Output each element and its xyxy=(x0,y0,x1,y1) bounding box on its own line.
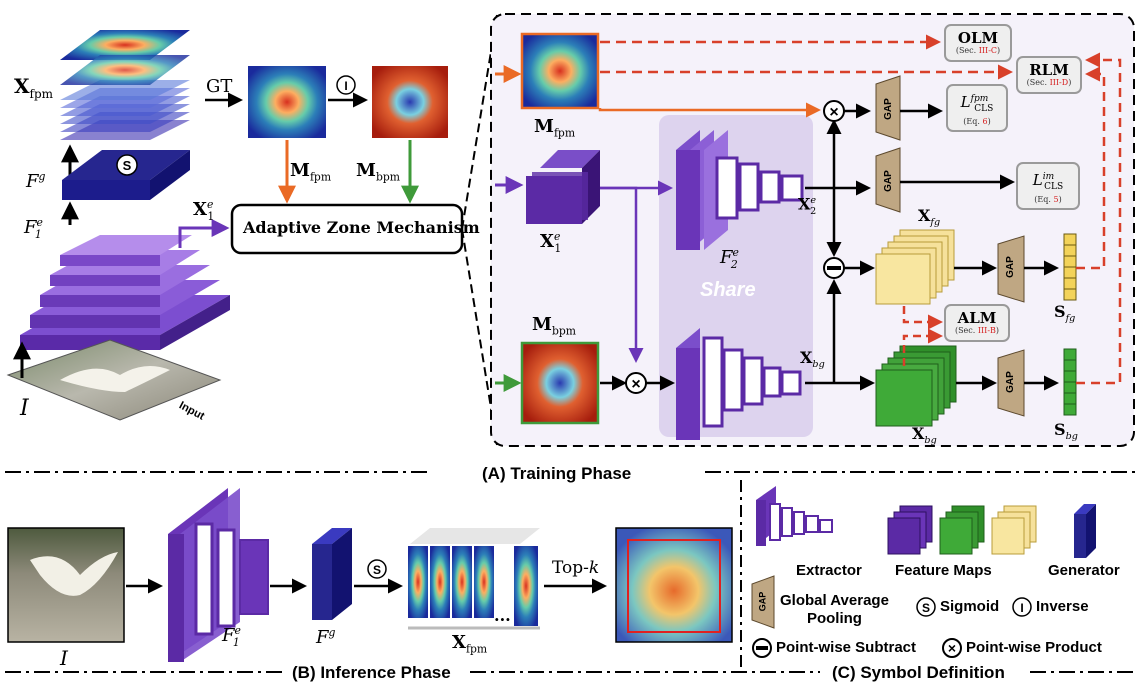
m-bpm-right-label: Mbpm xyxy=(532,314,576,338)
rlm-box: RLM (Sec. III-D) xyxy=(1016,56,1082,94)
svg-text:×: × xyxy=(829,104,838,121)
x-fpm-stack xyxy=(60,30,190,140)
inference-extractor-f1e xyxy=(168,488,269,662)
gap-block-mid xyxy=(875,147,901,213)
x-fg-feature-stack xyxy=(875,229,955,305)
s-fg-label: Sfg xyxy=(1054,302,1076,325)
x2e-label: Xe2 xyxy=(798,194,817,217)
gap-label-bg: GAP xyxy=(1005,371,1016,393)
gt-bpm-map xyxy=(372,66,448,138)
gap-label-top: GAP xyxy=(883,98,894,120)
azm-label: Adaptive Zone Mechanism xyxy=(243,218,480,237)
gt-fpm-map xyxy=(248,66,326,138)
x1e-label: Xe1 xyxy=(193,198,215,223)
symbol-definition-title: (C) Symbol Definition xyxy=(832,663,1005,682)
mfpm-map xyxy=(520,32,600,110)
mbpm-map xyxy=(520,341,600,425)
gt-label: GT xyxy=(206,76,233,97)
topk-label: Top-k xyxy=(552,558,600,578)
s-fg-vector xyxy=(1063,233,1077,301)
symbol-generator-icon xyxy=(1074,504,1096,558)
x1e-right-label: Xe1 xyxy=(540,230,562,255)
inference-i-label: I xyxy=(60,646,68,670)
i-label: I xyxy=(20,396,29,421)
inference-xfpm-stack xyxy=(408,528,540,630)
m-bpm-label: Mbpm xyxy=(356,160,400,184)
loss-fpm-box: LfpmCLS (Eq. 6) xyxy=(946,84,1008,132)
olm-box: OLM (Sec. III-C) xyxy=(944,24,1012,62)
symbol-product-icon: × xyxy=(942,638,962,658)
svg-text:I: I xyxy=(344,79,347,93)
inference-sigmoid-icon: S xyxy=(367,559,387,579)
x-fpm-label: Xfpm xyxy=(14,74,54,101)
symbol-gap-icon xyxy=(751,575,775,629)
share-label: Share xyxy=(700,279,756,301)
x1e-feature-cube xyxy=(526,150,600,224)
extractor-pyramid-f1e xyxy=(20,235,230,350)
symbol-subtract-icon xyxy=(752,638,772,658)
symbol-sigmoid-label: Sigmoid xyxy=(940,598,1000,615)
extractor-f2e-top xyxy=(676,130,804,250)
f-g-label: Fg xyxy=(26,170,46,192)
symbol-inverse-label: Inverse xyxy=(1036,598,1089,615)
symbol-inverse-icon: I xyxy=(1012,597,1032,617)
topk-box xyxy=(627,539,721,633)
x-fg-label: Xfg xyxy=(918,206,941,229)
inference-xfpm-label: Xfpm xyxy=(452,632,488,656)
symbol-extractor-label: Extractor xyxy=(796,562,862,579)
symbol-gap-text: GAP xyxy=(757,591,768,612)
gap-block-bg xyxy=(997,349,1025,417)
svg-text:S: S xyxy=(922,601,930,615)
extractor-f2e-bottom xyxy=(676,328,802,440)
inference-output-image xyxy=(615,527,733,643)
symbol-generator-label: Generator xyxy=(1048,562,1120,579)
m-fpm-right-label: Mfpm xyxy=(534,116,576,140)
f2e-label: Fe2 xyxy=(720,246,739,271)
inverse-icon xyxy=(336,75,356,95)
input-image xyxy=(6,339,222,421)
inference-fg-label: Fg xyxy=(316,626,336,648)
training-phase-title: (A) Training Phase xyxy=(482,464,632,483)
s-bg-vector xyxy=(1063,348,1077,416)
symbol-subtract-label: Point-wise Subtract xyxy=(776,639,917,656)
product-op-bottom: × xyxy=(625,372,647,394)
svg-text:×: × xyxy=(948,640,956,656)
svg-text:S: S xyxy=(123,158,132,173)
generator-block-fg: S xyxy=(62,150,190,200)
symbol-extractor-icon xyxy=(756,486,833,546)
inference-f1e-label: Fe1 xyxy=(222,624,241,649)
svg-text:I: I xyxy=(1020,601,1023,615)
inference-phase-title: (B) Inference Phase xyxy=(292,663,451,682)
loss-im-box: LimCLS (Eq. 5) xyxy=(1016,162,1080,210)
x-bg-label: Xbg xyxy=(800,348,825,371)
symbol-feature-maps-icon xyxy=(887,505,1037,555)
product-op-top: × xyxy=(823,100,845,122)
symbol-sigmoid-icon: S xyxy=(916,597,936,617)
s-bg-label: Sbg xyxy=(1054,420,1078,443)
gap-block-fg xyxy=(997,235,1025,303)
inference-generator-fg xyxy=(312,528,352,620)
gap-label-fg: GAP xyxy=(1005,256,1016,278)
inference-ellipsis: ... xyxy=(494,606,511,625)
x-bg-feature-stack xyxy=(875,345,957,427)
gap-label-mid: GAP xyxy=(883,170,894,192)
gap-block-top xyxy=(875,75,901,141)
subtract-op xyxy=(823,257,845,279)
svg-text:S: S xyxy=(373,563,381,577)
f1e-label: Fe1 xyxy=(24,216,43,241)
symbol-feature-maps-label: Feature Maps xyxy=(895,562,992,579)
svg-text:×: × xyxy=(631,376,640,393)
m-fpm-label: Mfpm xyxy=(290,160,332,184)
symbol-product-label: Point-wise Product xyxy=(966,639,1102,656)
alm-box: ALM (Sec. III-B) xyxy=(944,304,1010,342)
x-bg2-label: Xbg xyxy=(912,424,937,447)
